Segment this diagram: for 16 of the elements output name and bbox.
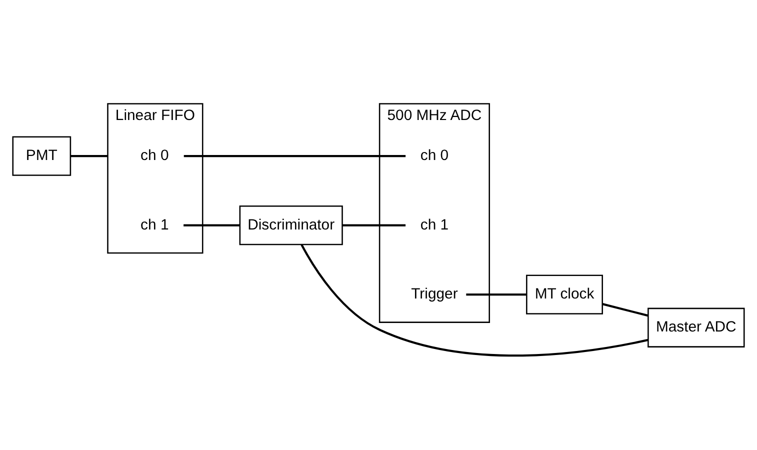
node-text: ch 1: [140, 216, 169, 233]
connector: [70, 154, 108, 157]
node-text: Trigger: [411, 285, 458, 302]
node-text: ch 0: [420, 146, 449, 164]
connector: [602, 302, 648, 316]
connector: [466, 293, 526, 296]
connector: [184, 154, 406, 157]
node-box: PMT: [12, 136, 72, 176]
node-text: ch 0: [140, 146, 169, 164]
connector: [342, 224, 406, 226]
connector: [300, 244, 648, 356]
connector: [184, 224, 240, 226]
node-box: MT clock: [526, 274, 603, 314]
node-box: Discriminator: [239, 204, 343, 245]
node-box: Master ADC: [648, 307, 745, 347]
node-text: ch 1: [420, 216, 449, 233]
